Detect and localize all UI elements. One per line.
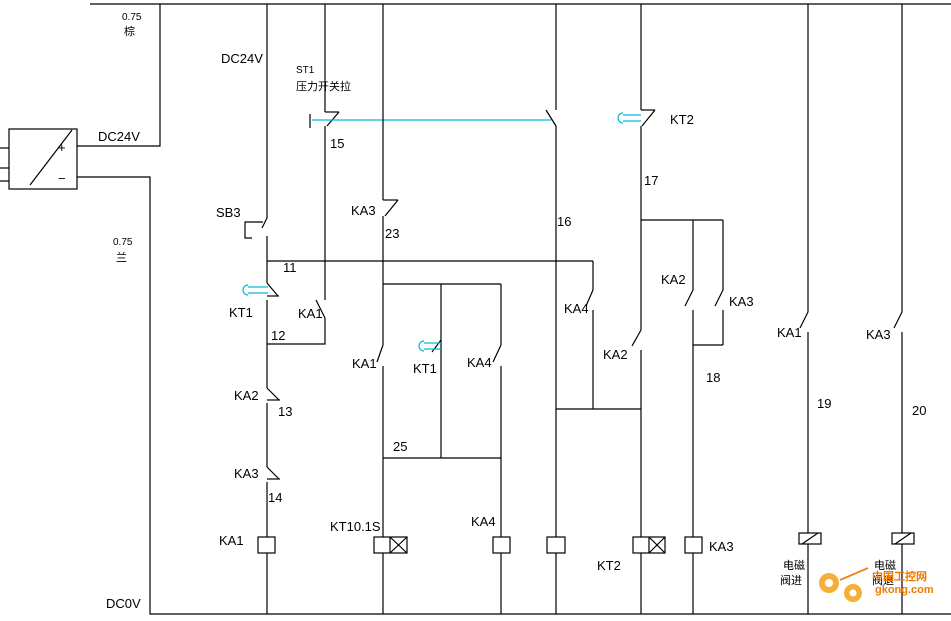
supply-wiring (77, 3, 951, 615)
kt1-contact-label-mid: KT1 (413, 361, 437, 376)
dc24v-label-right: DC24V (98, 129, 140, 144)
kt1-contact-label-left: KT1 (229, 305, 253, 320)
st1-pressure-switch (309, 4, 340, 261)
ka3-contact-label-right: KA3 (729, 294, 754, 309)
ka1-coil-label: KA1 (219, 533, 244, 548)
sb3-label: SB3 (216, 205, 241, 220)
rung-kt2 (631, 4, 724, 614)
node-12: 12 (271, 328, 285, 343)
ka4-coil (492, 536, 511, 554)
st1-code-label: ST1 (296, 65, 315, 76)
node-19: 19 (817, 396, 831, 411)
kt2-coil-label: KT2 (597, 558, 621, 573)
valve-reverse-label-1: 电磁 (874, 559, 896, 572)
node-16: 16 (557, 214, 571, 229)
power-supply-module: + − (0, 128, 78, 190)
node-25: 25 (393, 439, 407, 454)
node-15: 15 (330, 136, 344, 151)
watermark-line1: 中国工控网 (872, 569, 927, 583)
ka1-contact-label-left: KA1 (298, 306, 323, 321)
rung-ka2 (545, 4, 641, 614)
wire-size-bottom: 0.75 (113, 237, 133, 248)
ka3-contact-label-left: KA3 (234, 466, 259, 481)
kt2-contact-label: KT2 (670, 112, 694, 127)
ka2-contact-label-right: KA2 (661, 272, 686, 287)
dc0v-label: DC0V (106, 596, 141, 611)
wire-size-top: 0.75 (122, 12, 142, 23)
node-14: 14 (268, 490, 282, 505)
node-11: 11 (283, 260, 297, 275)
gkong-watermark-logo (819, 567, 869, 602)
ka4-contact-label-mid: KA4 (467, 355, 492, 370)
valve-reverse-label-2: 阀退 (872, 573, 894, 587)
ka3-coil-label: KA3 (709, 539, 734, 554)
node-17: 17 (644, 173, 658, 188)
node-20: 20 (912, 403, 926, 418)
ka1-coil (257, 536, 276, 554)
st1-name-label: 压力开关拉 (296, 79, 351, 93)
wire-color-brown: 棕 (124, 24, 135, 38)
ka3-coil (684, 536, 703, 554)
minus-terminal-label: − (58, 171, 66, 186)
rung-ka1 (244, 4, 593, 614)
watermark-line2: gkong.com (875, 584, 934, 596)
node-18: 18 (706, 370, 720, 385)
ka4-coil-label: KA4 (471, 514, 496, 529)
ka3-contact-label-far: KA3 (866, 327, 891, 342)
valve-forward-label-2: 阀进 (780, 573, 802, 587)
ka1-contact-label-far: KA1 (777, 325, 802, 340)
rung-valve-forward (798, 4, 822, 614)
wire-color-blue: 兰 (116, 251, 127, 264)
node-23: 23 (385, 226, 399, 241)
ka2-coil (546, 536, 566, 554)
node-13: 13 (278, 404, 292, 419)
plus-terminal-label: + (58, 140, 66, 155)
ka1-contact-label-mid: KA1 (352, 356, 377, 371)
ka3-contact-label-mid: KA3 (351, 203, 376, 218)
kt1-coil-label: KT10.1S (330, 519, 381, 534)
ka4-contact-label-right: KA4 (564, 301, 589, 316)
valve-forward-label-1: 电磁 (783, 559, 805, 572)
rung-valve-reverse (891, 4, 915, 614)
dc24v-label-top: DC24V (221, 51, 263, 66)
rung-kt1 (373, 4, 511, 614)
ka2-contact-label-left: KA2 (234, 388, 259, 403)
ka2-contact-label-mid: KA2 (603, 347, 628, 362)
